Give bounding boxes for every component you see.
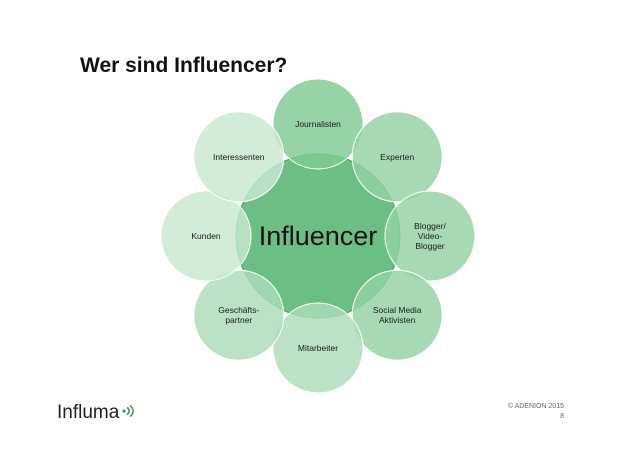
satellite-circle: [160, 190, 252, 282]
page-number: 8: [560, 413, 564, 420]
satellite-circle: [193, 269, 285, 361]
sound-waves-icon: [122, 402, 136, 424]
satellite-label: Kunden: [191, 231, 221, 241]
slide-title: Wer sind Influencer?: [80, 54, 288, 77]
influma-logo: Influma: [57, 402, 136, 424]
satellite-circle: [272, 302, 364, 394]
satellite-label: Interessenten: [213, 152, 265, 162]
center-label: Influencer: [259, 221, 378, 251]
satellite-group: JournalistenExpertenBlogger/Video-Blogge…: [160, 78, 476, 394]
satellite-circle: [193, 111, 285, 203]
satellite-circle: [272, 78, 364, 170]
satellite-circle: [384, 190, 476, 282]
copyright-text: © ADENION 2015: [507, 403, 564, 410]
satellite-label: Journalisten: [295, 119, 341, 129]
copyright-block: © ADENION 2015 8: [508, 402, 564, 422]
satellite-label: Geschäfts-partner: [218, 305, 259, 325]
satellite-label: Mitarbeiter: [298, 343, 338, 353]
satellite-label: Blogger/Video-Blogger: [414, 221, 446, 251]
satellite-label: Experten: [380, 152, 414, 162]
logo-text: Influma: [57, 402, 120, 423]
satellite-circle: [351, 111, 443, 203]
satellite-circle: [351, 269, 443, 361]
